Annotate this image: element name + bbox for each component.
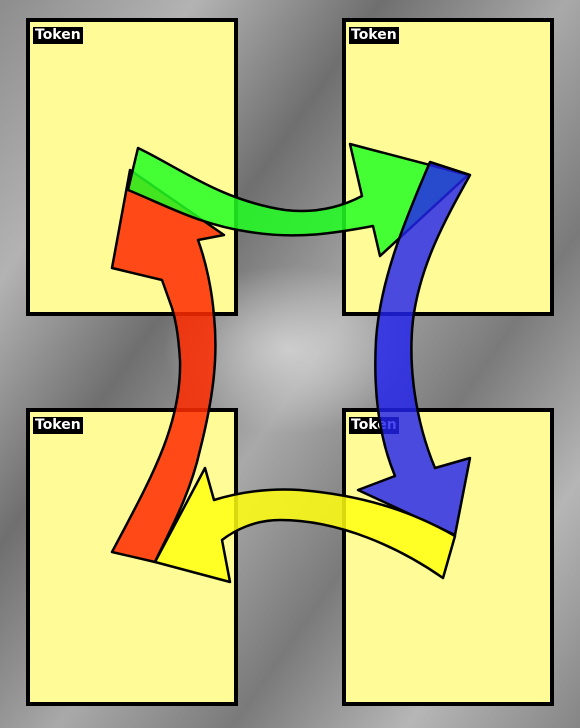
token-label: Token xyxy=(349,27,399,44)
yellow-arrow-icon xyxy=(153,466,457,584)
blue-arrow-icon xyxy=(356,160,472,537)
red-arrow-icon xyxy=(110,168,226,564)
token-label: Token xyxy=(33,27,83,44)
token-label: Token xyxy=(33,417,83,434)
